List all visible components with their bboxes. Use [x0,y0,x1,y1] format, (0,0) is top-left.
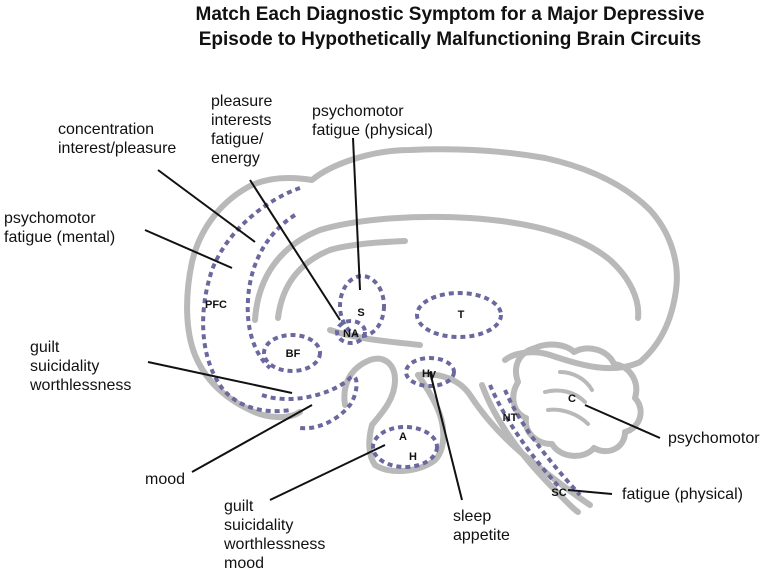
title-line-1: Match Each Diagnostic Symptom for a Majo… [195,4,705,25]
label-psychomotor-left: psychomotor fatigue (mental) [4,210,115,246]
orbitofrontal-region [261,374,359,431]
label-fatigue-right: fatigue (physical) [622,486,743,503]
thalamus-region [415,291,503,339]
brainstem-left [341,355,398,428]
abbr-na: NA [343,328,359,340]
hypothalamus-region [404,356,456,388]
label-mood: mood [145,471,185,488]
pointer-pleasure [249,179,341,321]
brain-outline [184,146,680,515]
spinal-cord-region [503,389,582,497]
label-sleep: sleep appetite [453,508,510,544]
brainstem-posterior [415,371,593,508]
region-abbreviations: PFC S NA T BF Hy A H NT C SC [205,299,576,499]
abbr-t: T [458,309,465,321]
abbr-h: H [409,451,417,463]
pointer-psychomotor-right [584,404,661,439]
nucleus-accumbens-region [335,319,367,345]
cerebellum-folia [543,370,594,426]
abbr-c: C [568,393,576,405]
basal-forebrain-region [262,333,322,373]
corpus-callosum-inner [275,238,408,321]
label-guilt-bottom: guilt suicidality worthlessness mood [223,498,330,572]
abbr-s: S [357,307,364,319]
label-guilt-left: guilt suicidality worthlessness [29,339,131,394]
circuit-regions [201,186,582,497]
pointer-fatigue-right [567,489,613,495]
striatum-region [338,274,386,338]
abbr-nt: NT [503,412,518,424]
title-line-2: Episode to Hypothetically Malfunctioning… [198,29,702,50]
nt-region [488,384,562,490]
pfc-region [201,186,301,414]
label-pleasure: pleasure interests fatigue/ energy [211,93,277,167]
corpus-callosum-outer [252,213,642,323]
abbr-pfc: PFC [205,299,227,311]
brainstem-anterior [366,372,447,474]
cerebellum [510,341,644,459]
pointer-lines [144,137,661,501]
label-concentration: concentration interest/pleasure [58,121,176,157]
cortex-outline [184,146,680,420]
abbr-sc: SC [551,487,566,499]
pointer-guilt-left [147,361,293,394]
medulla-line [479,382,581,515]
amygdala-region [371,425,439,469]
pfc-inner-region [245,213,297,370]
label-psychomotor-right: psychomotor [668,430,760,447]
label-psychomotor-top: psychomotor fatigue (physical) [312,103,433,139]
pointer-psychomotor-top [352,137,361,291]
symptom-labels: pleasure interests fatigue/ energy psych… [4,93,760,572]
pointer-guilt-bottom [269,444,386,501]
pointer-sleep [429,371,463,501]
pointer-concentration [157,169,256,243]
diagram-title: Match Each Diagnostic Symptom for a Majo… [120,2,780,52]
pointer-mood [191,404,313,473]
abbr-a: A [399,431,407,443]
fornix-line [327,327,423,348]
pointer-psychomotor-left [144,229,233,269]
abbr-bf: BF [286,348,301,360]
abbr-hy: Hy [422,368,437,380]
